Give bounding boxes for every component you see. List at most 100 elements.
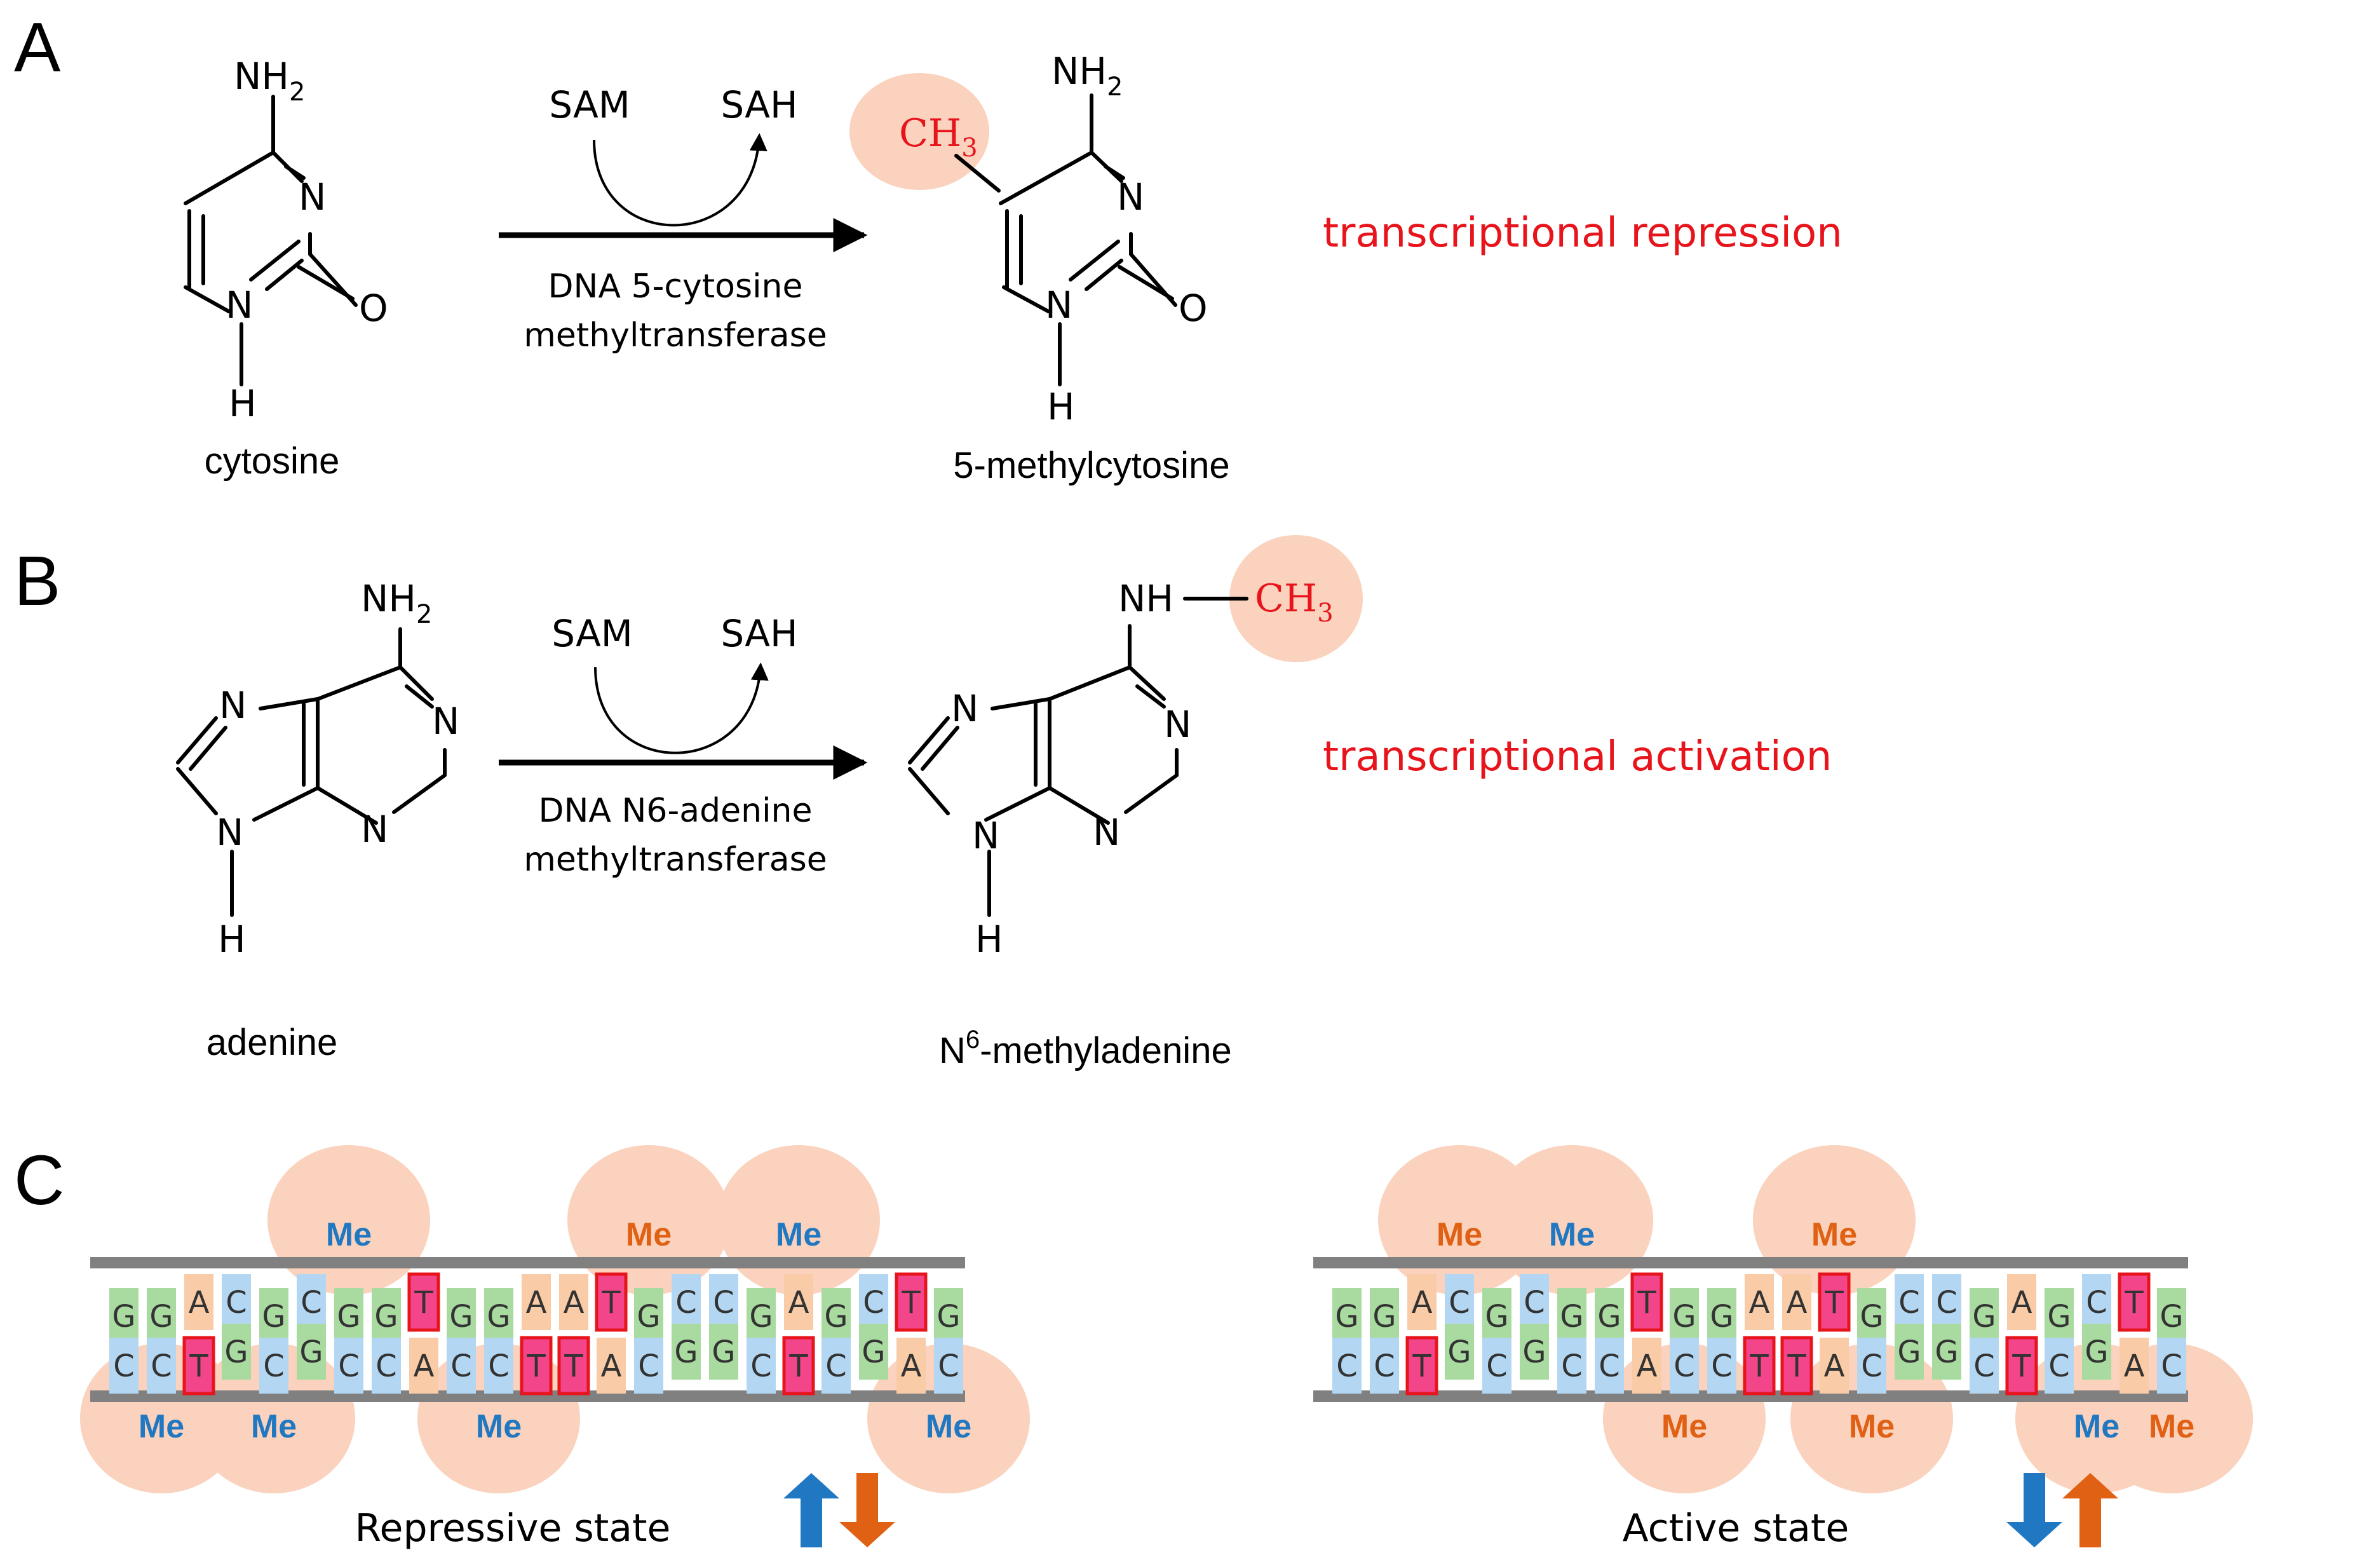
adenine-name: adenine	[206, 1022, 337, 1063]
adenine-n7-atom: N	[219, 684, 247, 727]
repressive-base-label-bottom: T	[526, 1348, 546, 1384]
active-base-label-top: T	[2124, 1285, 2144, 1321]
repressive-base-label-top: G	[337, 1299, 360, 1334]
panel-c-letter: C	[14, 1141, 64, 1219]
repressive-base-label-bottom: C	[938, 1348, 959, 1384]
methyladenine-hydrogen-atom: H	[975, 918, 1003, 961]
repressive-base-top	[372, 1288, 401, 1344]
active-base-label-bottom: C	[1973, 1348, 1995, 1384]
repressive-base-bottom	[297, 1324, 326, 1380]
repressive-me-label-bottom: Me	[476, 1408, 522, 1445]
active-me-label-top: Me	[1437, 1216, 1482, 1253]
active-base-label-top: A	[1749, 1285, 1770, 1321]
repressive-base-bottom	[409, 1338, 438, 1394]
active-base-label-top: A	[1412, 1285, 1433, 1321]
repressive-base-label-bottom: C	[750, 1348, 772, 1384]
methyladenine-structure: CH3 NH N N N N H	[908, 535, 1363, 961]
active-base-label-top: C	[1898, 1285, 1920, 1321]
active-base-label-top: A	[1787, 1285, 1808, 1321]
methylcytosine-hydrogen-atom: H	[1047, 385, 1075, 428]
panel-a-letter: A	[14, 8, 61, 86]
repressive-base-label-top: C	[226, 1285, 247, 1321]
active-base-label-top: G	[1597, 1299, 1621, 1334]
active-base-label-top: A	[2012, 1285, 2032, 1321]
repressive-base-top	[934, 1288, 963, 1344]
methylcytosine-amino-group: NH2	[1051, 50, 1123, 102]
repressive-base-label-top: T	[901, 1285, 921, 1321]
repressive-base-label-top: C	[675, 1285, 697, 1321]
panel-b-letter: B	[14, 542, 60, 620]
panel-b: B NH2 N N N N H adenine	[14, 535, 1832, 1071]
repressive-base-top	[484, 1288, 513, 1344]
repressive-me-label-bottom: Me	[139, 1408, 184, 1445]
repressive-me-label-top: Me	[776, 1216, 822, 1253]
methylcytosine-oxygen-atom: O	[1179, 287, 1208, 330]
adenine-hydrogen-atom: H	[218, 918, 246, 961]
active-base-label-bottom: C	[1561, 1348, 1583, 1384]
active-base-top	[1782, 1274, 1811, 1330]
active-base-label-bottom: T	[1412, 1348, 1431, 1384]
active-base-top	[1970, 1288, 1999, 1344]
active-base-label-bottom: G	[2085, 1334, 2108, 1370]
active-base-top	[2157, 1288, 2186, 1344]
cytosine-oxygen-atom: O	[359, 287, 388, 330]
active-base-label-top: G	[2047, 1299, 2071, 1334]
repressive-base-label-top: T	[601, 1285, 621, 1321]
repressive-me-label-bottom: Me	[926, 1408, 971, 1445]
active-base-label-top: G	[1372, 1299, 1396, 1334]
active-base-label-top: G	[1560, 1299, 1583, 1334]
methyladenine-n7-atom: N	[951, 687, 978, 730]
repressive-base-bottom	[859, 1324, 888, 1380]
active-base-label-bottom: A	[2124, 1348, 2145, 1384]
active-up-arrow-icon	[2062, 1473, 2118, 1547]
repressive-base-label-bottom: C	[263, 1348, 285, 1384]
repressive-base-label-top: C	[863, 1285, 884, 1321]
active-base-label-top: C	[1524, 1285, 1545, 1321]
repressive-base-label-top: G	[824, 1299, 848, 1334]
active-base-bottom	[1670, 1338, 1699, 1394]
active-base-label-top: C	[2086, 1285, 2107, 1321]
repressive-base-top	[747, 1288, 776, 1344]
repressive-base-bottom	[520, 1336, 553, 1396]
repressive-base-top	[709, 1274, 738, 1330]
reaction-b-cofactor-arrow	[594, 662, 769, 754]
repressive-base-top	[407, 1272, 440, 1332]
reaction-a-enzyme-line2: methyltransferase	[524, 316, 827, 355]
repressive-base-bottom	[182, 1336, 215, 1396]
panel-a-effect: transcriptional repression	[1323, 210, 1842, 257]
active-base-bottom	[2082, 1324, 2111, 1380]
active-base-top	[2045, 1288, 2074, 1344]
active-base-label-top: G	[1710, 1299, 1733, 1334]
active-base-bottom	[1332, 1338, 1362, 1394]
active-base-label-bottom: A	[1824, 1348, 1845, 1384]
repressive-base-bottom	[259, 1338, 288, 1394]
active-base-bottom	[1370, 1338, 1399, 1394]
active-base-top	[1670, 1288, 1699, 1344]
methyladenine-n9-atom: N	[972, 814, 999, 857]
methylcytosine-n3-atom: N	[1117, 175, 1144, 219]
methyladenine-n1-atom: N	[1164, 703, 1191, 746]
panel-a: A NH2 N N O H cytosine SAM	[14, 8, 1842, 486]
active-base-bottom	[1780, 1336, 1813, 1396]
active-base-label-bottom: C	[1336, 1348, 1358, 1384]
cytosine-name: cytosine	[205, 440, 340, 482]
methyladenine-amino-group: NH	[1118, 577, 1173, 620]
repressive-state-label: Repressive state	[355, 1506, 671, 1551]
repressive-base-top	[184, 1274, 213, 1330]
active-base-bottom	[1557, 1338, 1586, 1394]
repressive-base-label-bottom: C	[375, 1348, 397, 1384]
repressive-me-label-top: Me	[326, 1216, 372, 1253]
repressive-base-label-bottom: T	[189, 1348, 208, 1384]
active-base-label-bottom: G	[1522, 1334, 1546, 1370]
cytosine-amino-group: NH2	[234, 55, 305, 107]
active-base-bottom	[1743, 1336, 1776, 1396]
repressive-base-label-top: G	[487, 1299, 510, 1334]
active-base-top	[1332, 1288, 1362, 1344]
active-base-label-bottom: C	[1374, 1348, 1395, 1384]
cytosine-n1-atom: N	[226, 283, 253, 327]
repressive-top-backbone	[90, 1257, 965, 1268]
methylcytosine-n1-atom: N	[1045, 283, 1072, 327]
active-base-label-top: T	[1637, 1285, 1656, 1321]
active-base-top	[1445, 1274, 1474, 1330]
active-base-top	[2007, 1274, 2036, 1330]
